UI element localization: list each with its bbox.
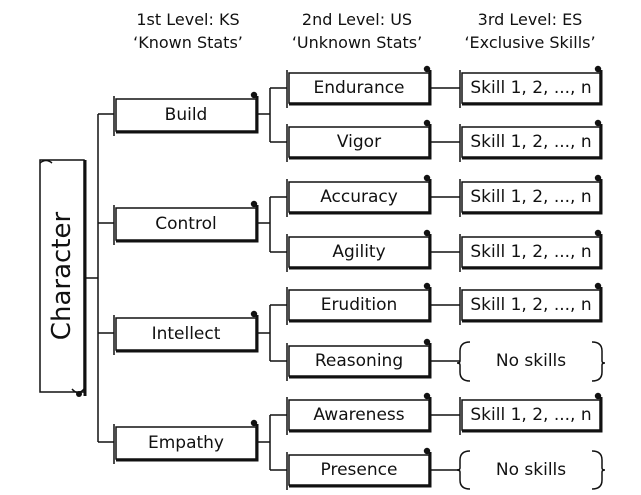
level-3-node-agility-skills: Skill 1, 2, ..., n (459, 229, 603, 272)
level-2-node-accuracy: Accuracy (286, 174, 432, 217)
level-3-label-vigor-skills: Skill 1, 2, ..., n (470, 132, 591, 152)
level-3-label-accuracy-skills: Skill 1, 2, ..., n (470, 187, 591, 207)
header-level-3-title: 3rd Level: ES (478, 10, 583, 29)
level-3-label-awareness-skills: Skill 1, 2, ..., n (470, 405, 591, 425)
level-2-node-erudition: Erudition (286, 282, 432, 325)
level-2-node-awareness: Awareness (286, 392, 432, 435)
root-node-label: Character (47, 212, 77, 341)
level-3-node-vigor-skills: Skill 1, 2, ..., n (459, 119, 603, 162)
level-1-label-build: Build (165, 105, 208, 125)
level-2-label-accuracy: Accuracy (320, 187, 398, 207)
level-1-label-empathy: Empathy (148, 433, 224, 453)
level-3-node-presence-no-skills: No skills (456, 450, 606, 490)
header-level-1: 1st Level: KS ‘Known Stats’ (133, 10, 243, 52)
level-2-node-reasoning: Reasoning (286, 338, 432, 381)
level-3-node-awareness-skills: Skill 1, 2, ..., n (459, 392, 603, 435)
level-2-label-reasoning: Reasoning (315, 351, 403, 371)
header-level-3-subtitle: ‘Exclusive Skills’ (464, 33, 595, 52)
root-node-character: Character (39, 159, 87, 397)
header-level-1-subtitle: ‘Known Stats’ (133, 33, 243, 52)
level-1-label-intellect: Intellect (152, 324, 221, 344)
level-1-node-build: Build (113, 91, 259, 136)
level-1-label-control: Control (155, 214, 216, 234)
level-3-node-erudition-skills: Skill 1, 2, ..., n (459, 282, 603, 325)
level-3-node-endurance-skills: Skill 1, 2, ..., n (459, 65, 603, 108)
level-3-label-endurance-skills: Skill 1, 2, ..., n (470, 78, 591, 98)
level-3-label-presence-no-skills: No skills (496, 460, 566, 480)
level-2-node-agility: Agility (286, 229, 432, 272)
header-level-1-title: 1st Level: KS (136, 10, 239, 29)
level-3-label-erudition-skills: Skill 1, 2, ..., n (470, 295, 591, 315)
level-2-label-erudition: Erudition (321, 295, 398, 315)
level-2-label-presence: Presence (321, 460, 398, 480)
level-1-node-control: Control (113, 200, 259, 245)
level-2-node-endurance: Endurance (286, 65, 432, 108)
level-2-node-vigor: Vigor (286, 119, 432, 162)
level-1-node-empathy: Empathy (113, 419, 259, 464)
level-3-node-accuracy-skills: Skill 1, 2, ..., n (459, 174, 603, 217)
level-3-label-reasoning-no-skills: No skills (496, 351, 566, 371)
level-2-label-awareness: Awareness (313, 405, 404, 425)
level-2-node-presence: Presence (286, 447, 432, 490)
level-3-label-agility-skills: Skill 1, 2, ..., n (470, 242, 591, 262)
level-2-label-agility: Agility (332, 242, 385, 262)
level-1-node-intellect: Intellect (113, 310, 259, 355)
header-level-2: 2nd Level: US ‘Unknown Stats’ (292, 10, 422, 52)
level-3-node-reasoning-no-skills: No skills (456, 341, 606, 382)
tree-connectors (85, 87, 460, 471)
header-level-3: 3rd Level: ES ‘Exclusive Skills’ (464, 10, 595, 52)
level-2-label-endurance: Endurance (313, 78, 404, 98)
header-level-2-subtitle: ‘Unknown Stats’ (292, 33, 422, 52)
header-level-2-title: 2nd Level: US (302, 10, 412, 29)
level-2-label-vigor: Vigor (337, 132, 381, 152)
